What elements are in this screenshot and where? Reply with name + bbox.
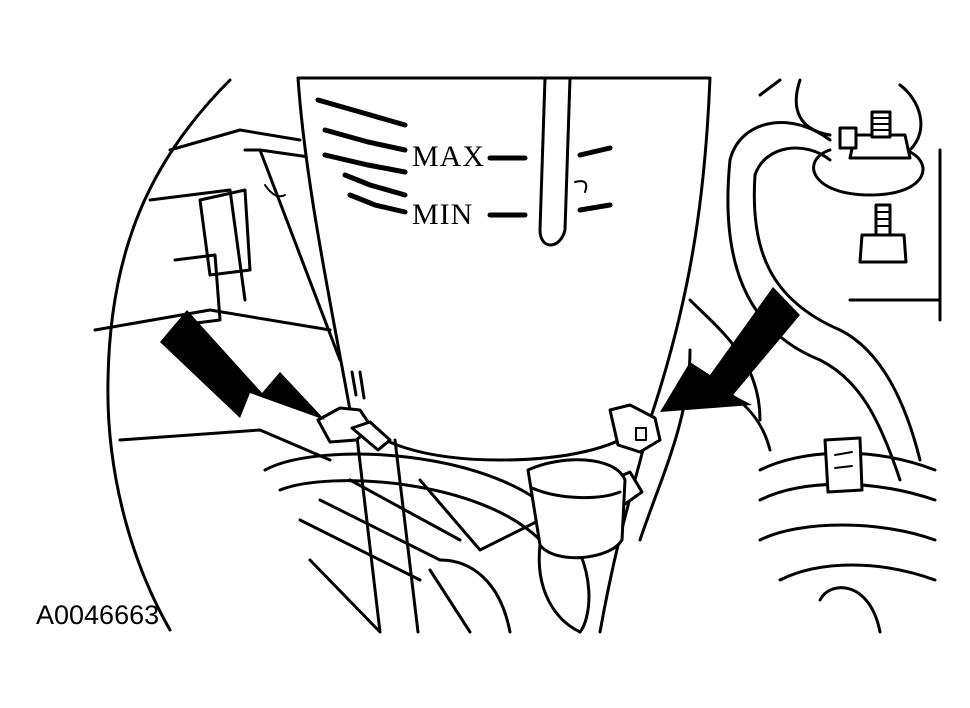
mounting-stud-icon bbox=[858, 203, 908, 264]
left-retaining-clip bbox=[316, 370, 392, 452]
hose-clamp bbox=[758, 436, 937, 634]
radiator-fan bbox=[263, 452, 591, 634]
coolant-reservoir: MAX MIN bbox=[296, 76, 712, 462]
lower-hose-outlet bbox=[526, 458, 627, 634]
figure-id-label: A0046663 bbox=[36, 600, 160, 630]
mounting-nut-icon bbox=[838, 110, 912, 160]
strut-tower bbox=[758, 78, 942, 322]
min-level-label: MIN bbox=[412, 198, 473, 231]
callout-arrow-left bbox=[160, 310, 325, 420]
max-level-label: MAX bbox=[412, 140, 485, 173]
callout-arrow-right bbox=[660, 287, 800, 412]
